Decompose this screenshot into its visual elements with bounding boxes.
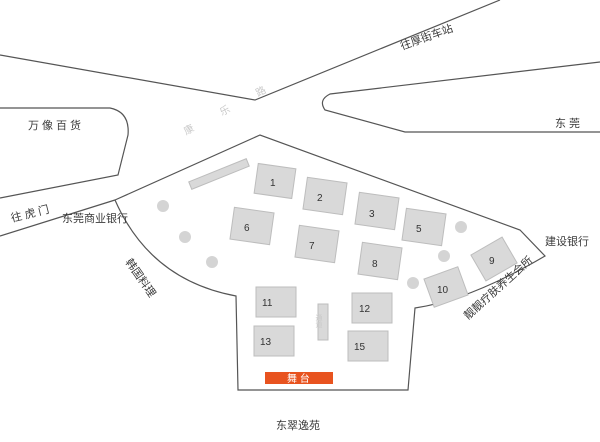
booth-6[interactable]: 6 xyxy=(229,206,275,246)
tree-icon xyxy=(157,200,169,212)
tree-icon xyxy=(206,256,218,268)
entrance-bar xyxy=(188,158,250,190)
tree-markers xyxy=(157,200,467,289)
booth-number: 3 xyxy=(369,209,375,220)
tree-icon xyxy=(438,250,450,262)
stage-block xyxy=(265,372,333,384)
plaza-outline xyxy=(114,134,546,391)
road-lines xyxy=(0,0,600,237)
tree-icon xyxy=(407,277,419,289)
booth-number: 8 xyxy=(372,259,378,270)
booth-8[interactable]: 8 xyxy=(357,241,403,281)
booth-number: 13 xyxy=(260,337,272,348)
booth-3[interactable]: 3 xyxy=(354,191,400,231)
tree-icon xyxy=(455,221,467,233)
booth-number: 11 xyxy=(262,298,273,309)
label-dongguan: 东莞 xyxy=(555,117,583,130)
booth-12[interactable]: 12 xyxy=(351,292,393,324)
label-bank-left: 东莞商业银行 xyxy=(62,211,128,225)
booth-number: 6 xyxy=(244,223,250,234)
stage-label: 舞 台 xyxy=(287,372,310,385)
road-label-kangle: 康 乐 路 xyxy=(181,77,280,138)
booth-number: 15 xyxy=(354,342,366,353)
label-bank-right: 建设银行 xyxy=(545,234,589,248)
walkway-strip xyxy=(317,303,329,341)
road-edge-southwest xyxy=(0,199,116,237)
block-west-edge xyxy=(0,107,129,199)
booth-1[interactable]: 1 xyxy=(253,162,297,200)
booth-number: 7 xyxy=(309,241,315,252)
booth-number: 12 xyxy=(359,304,371,315)
road-label-houjie: 往厚街车站 xyxy=(398,21,454,53)
booth-2[interactable]: 2 xyxy=(302,176,348,216)
tree-icon xyxy=(179,231,191,243)
booth-15[interactable]: 15 xyxy=(347,330,389,362)
label-wanxiang: 万像百货 xyxy=(28,118,84,132)
block-east-edge xyxy=(321,61,600,133)
booth-number: 2 xyxy=(317,193,323,204)
booth-9[interactable]: 9 xyxy=(470,236,518,282)
label-bottom: 东翠逸苑 xyxy=(276,419,320,432)
booth-10[interactable]: 10 xyxy=(423,266,469,308)
booth-5[interactable]: 5 xyxy=(401,207,447,247)
walkway-label: 通道 xyxy=(315,313,323,329)
road-edge-north xyxy=(0,0,501,101)
booth-number: 1 xyxy=(270,178,276,189)
booth-13[interactable]: 13 xyxy=(253,325,295,357)
booth-number: 10 xyxy=(437,285,449,296)
booth-7[interactable]: 7 xyxy=(294,224,340,264)
booth-11[interactable]: 11 xyxy=(255,286,297,318)
label-korean: 韩国料理 xyxy=(123,256,160,300)
booth-number: 9 xyxy=(489,256,495,267)
booth-number: 5 xyxy=(416,224,422,235)
